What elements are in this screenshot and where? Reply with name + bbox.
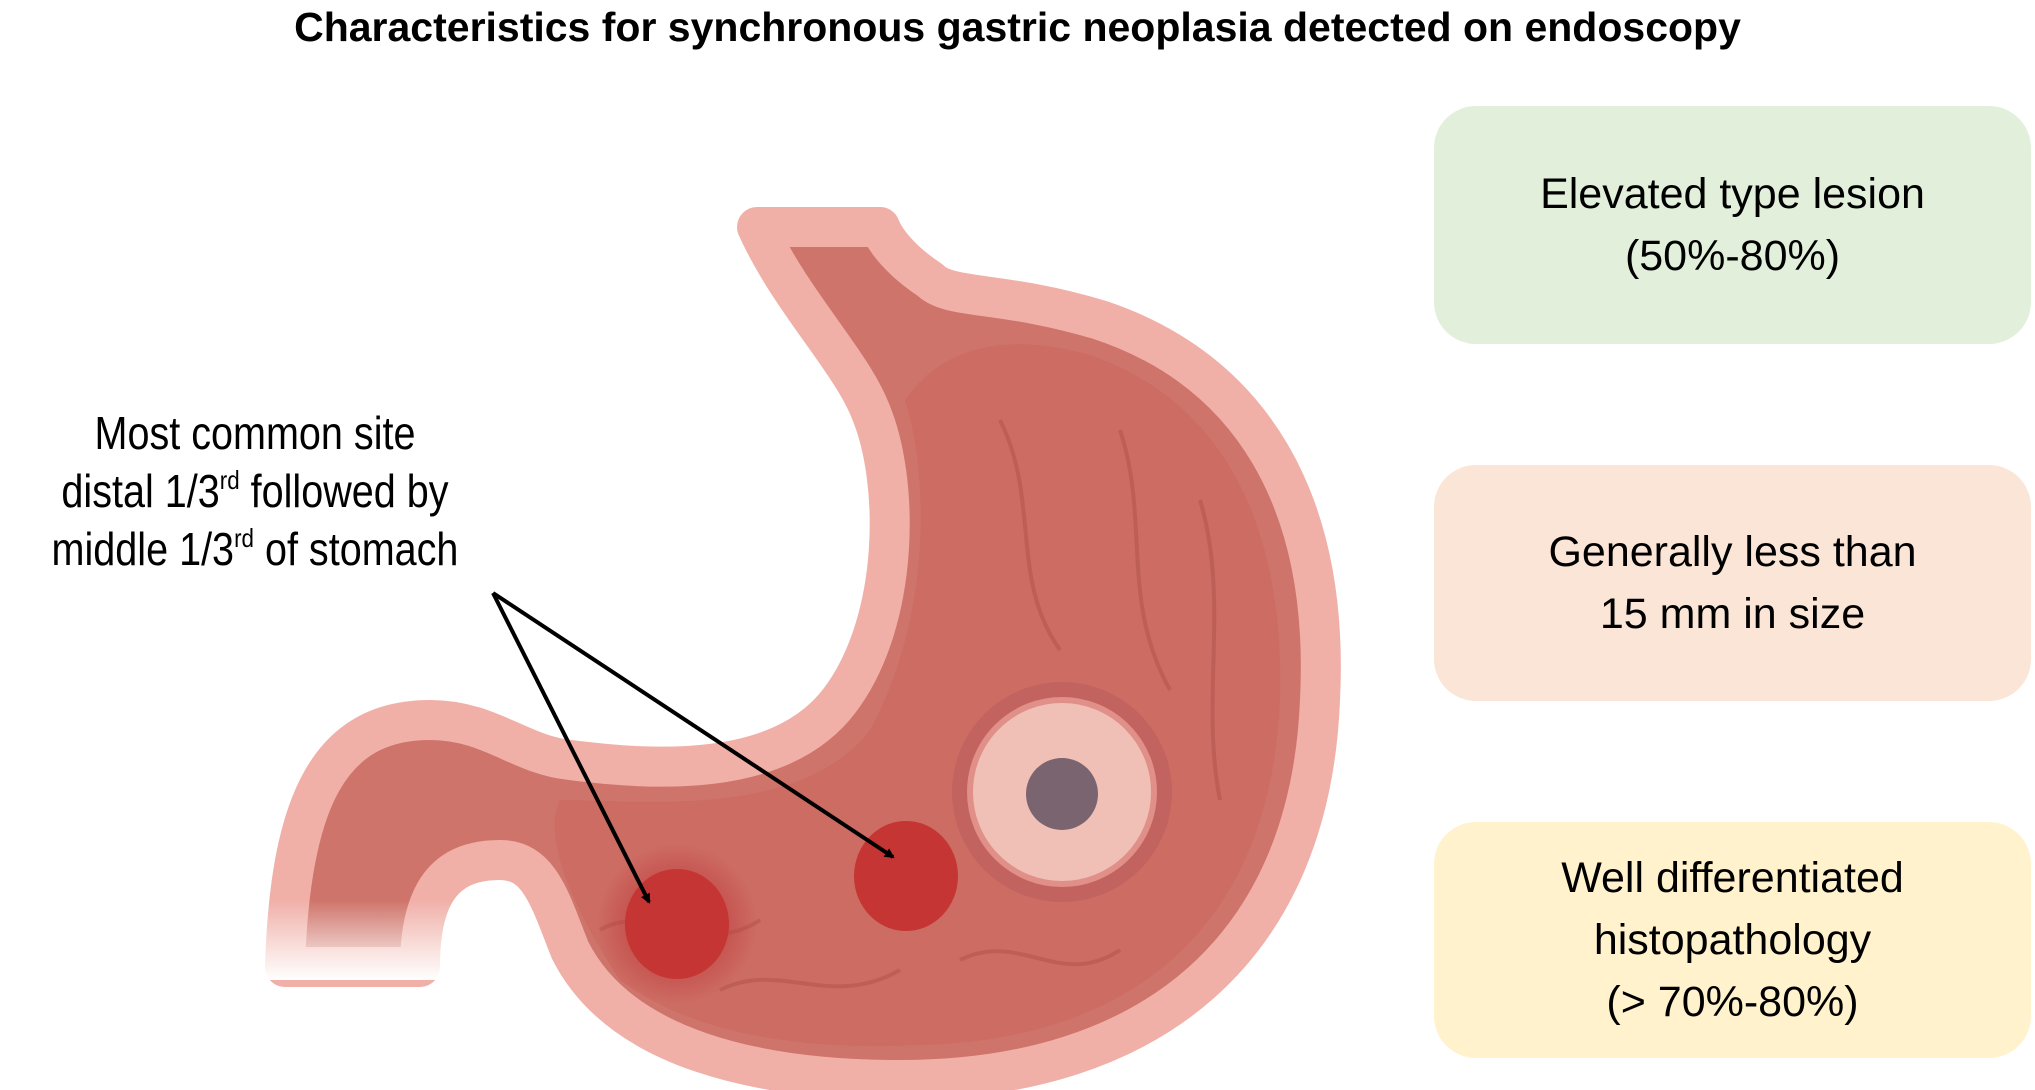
box-text: histopathology xyxy=(1593,916,1872,964)
annotation-text: followed by xyxy=(239,465,449,517)
tumor-lesion xyxy=(952,682,1172,902)
annotation-line-2: distal 1/3rd followed by xyxy=(0,462,526,520)
superscript: rd xyxy=(234,523,254,553)
box-text: Generally less than xyxy=(1548,528,1917,576)
arrow-to-middle-lesion xyxy=(491,591,895,859)
box-text: (50%-80%) xyxy=(1624,232,1841,280)
arrow-to-distal-lesion xyxy=(491,592,651,904)
annotation-text: of stomach xyxy=(253,523,459,575)
figure-title: Characteristics for synchronous gastric … xyxy=(294,4,1741,50)
superscript: rd xyxy=(219,465,240,495)
annotation-text: middle 1/3 xyxy=(51,523,235,575)
lesion-distal xyxy=(625,869,729,979)
size-box: Generally less than 15 mm in size xyxy=(1434,465,2031,701)
histopathology-box: Well differentiated histopathology (> 70… xyxy=(1434,822,2031,1058)
box-text: (> 70%-80%) xyxy=(1606,978,1859,1026)
annotation-line-1: Most common site xyxy=(94,407,416,459)
box-text: Well differentiated xyxy=(1561,854,1904,902)
box-text: 15 mm in size xyxy=(1599,590,1866,638)
site-annotation: Most common site distal 1/3rd followed b… xyxy=(0,404,526,578)
annotation-line-3: middle 1/3rd of stomach xyxy=(0,520,526,578)
elevated-lesion-box: Elevated type lesion (50%-80%) xyxy=(1434,106,2031,344)
annotation-text: distal 1/3 xyxy=(61,465,220,517)
lesion-middle xyxy=(854,821,958,931)
box-text: Elevated type lesion xyxy=(1540,170,1925,218)
